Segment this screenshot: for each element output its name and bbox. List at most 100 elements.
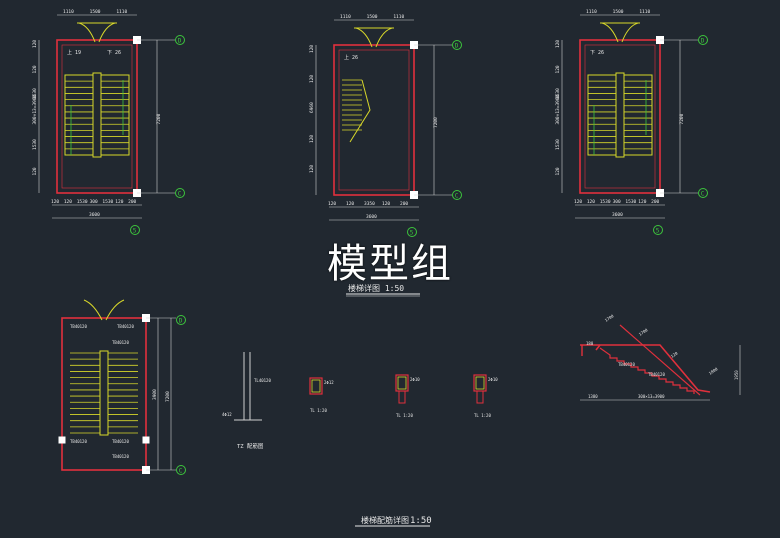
lower-wall [61, 317, 147, 471]
section-rebar-tag: TB40120 [618, 362, 635, 367]
lower-axis-bubble-c-circle [176, 465, 186, 475]
section-dim-text-bottom: 1380 [588, 394, 598, 399]
section-caption: TL 1:20 [310, 408, 327, 413]
dim-text-bottom: 200 [651, 199, 659, 205]
dim-text-left: 300×13=3900 [32, 94, 38, 124]
dim-text-bottom: 120 [115, 199, 123, 205]
axis-bubble-5-circle [653, 225, 663, 235]
lower-rebar-tag: TB40120 [70, 439, 87, 444]
dim-text-bottom: 120 [51, 199, 59, 205]
section-stirrup [475, 376, 485, 390]
axis-bubble-c-circle [452, 190, 462, 200]
stair-direction-label: 上 26 [344, 54, 358, 61]
lower-door-swing [83, 299, 125, 321]
dim-text-bottom: 3350 [364, 201, 375, 207]
dim-text-total: 7200 [433, 117, 439, 128]
dim-text-total: 7200 [679, 113, 685, 124]
column-tag-side: 4Φ12 [222, 412, 232, 417]
dim-text-bottom-total: 3600 [89, 212, 100, 218]
dim-text-bottom: 120 [587, 199, 595, 205]
stair-direction-label: 下 26 [107, 50, 121, 56]
dim-text-left: 120 [32, 40, 38, 48]
axis-bubble-5-label: 5 [133, 228, 137, 235]
dim-text-bottom: 300 [90, 199, 98, 205]
dim-text-bottom: 1530 [102, 199, 113, 205]
dim-text-bottom: 1530 [77, 199, 88, 205]
plan-wall [56, 39, 138, 194]
lower-axis-bubble-d-label: D [179, 318, 183, 325]
plan-wall-inner [61, 44, 133, 189]
dim-text-left: 120 [309, 75, 315, 83]
dim-text-top: 1500 [90, 9, 101, 15]
axis-bubble-5-label: 5 [656, 228, 660, 235]
stair-direction-label: 下 26 [590, 50, 604, 56]
plan-wall [579, 39, 661, 194]
lower-dim-text-total: 7200 [165, 391, 171, 402]
plan-wall [333, 44, 415, 196]
dim-text-left: 120 [555, 65, 561, 73]
section-dim-text: 180 [586, 341, 594, 346]
dim-text-bottom-total: 3600 [612, 212, 623, 218]
section-tag: 2Φ10 [488, 377, 498, 382]
axis-bubble-c-circle [175, 188, 185, 198]
axis-bubble-5-circle [130, 225, 140, 235]
plan-wall-inner [338, 49, 410, 191]
dim-text-bottom: 200 [128, 199, 136, 205]
section-caption: TL 1:20 [474, 413, 491, 418]
lower-rebar-tag: TB40120 [117, 324, 134, 329]
bottom-title-main: 楼梯配筋详图 [361, 515, 409, 525]
axis-bubble-d-label: D [178, 38, 182, 45]
section-stem [398, 390, 406, 404]
dim-text-left: 120 [309, 45, 315, 53]
section-dim-text: 1700 [638, 327, 649, 337]
dim-text-left: 1530 [555, 88, 561, 99]
axis-bubble-5-label: 5 [410, 230, 414, 237]
dim-text-left: 120 [32, 65, 38, 73]
axis-bubble-d-label: D [701, 38, 705, 45]
lower-column [142, 436, 150, 444]
lower-stair-well [99, 350, 109, 436]
axis-bubble-c-circle [698, 188, 708, 198]
lower-rebar-tag: TB40120 [112, 439, 129, 444]
door-swing [355, 27, 393, 48]
lower-axis-bubble-c-label: C [179, 468, 183, 475]
column-tag-top: TL40120 [254, 378, 271, 383]
bottom-title-scale: 1:50 [410, 516, 432, 526]
section-dim-text: 1700 [604, 313, 615, 323]
dim-text-left: 1530 [32, 139, 38, 150]
door-swing [78, 22, 116, 43]
dim-text-top: 1110 [116, 9, 127, 15]
dim-text-top: 1110 [63, 9, 74, 15]
plan-wall-inner [584, 44, 656, 189]
axis-bubble-c-label: C [178, 191, 182, 198]
axis-bubble-d-circle [698, 35, 708, 45]
dim-text-left: 300×13=3900 [555, 94, 561, 124]
dim-text-bottom: 120 [638, 199, 646, 205]
stair-well [92, 72, 102, 158]
dim-text-bottom: 120 [574, 199, 582, 205]
section-stem [476, 390, 484, 404]
axis-bubble-d-circle [452, 40, 462, 50]
dim-text-left: 120 [309, 135, 315, 143]
dim-text-total: 7200 [156, 113, 162, 124]
section-dim-text: 120 [670, 350, 679, 359]
door-swing [601, 22, 639, 43]
section-dim-text: 1800 [708, 366, 719, 376]
dim-text-bottom-total: 3600 [366, 214, 377, 220]
axis-bubble-c-label: C [701, 191, 705, 198]
section-steps [599, 347, 695, 394]
section-rebar-tag: TB40120 [648, 372, 665, 377]
dim-text-top: 1110 [393, 14, 404, 20]
dim-text-left: 120 [32, 167, 38, 175]
axis-bubble-5-circle [407, 227, 417, 237]
dim-text-left: 1530 [32, 88, 38, 99]
dim-text-top: 1110 [586, 9, 597, 15]
lower-axis-bubble-d-circle [176, 315, 186, 325]
